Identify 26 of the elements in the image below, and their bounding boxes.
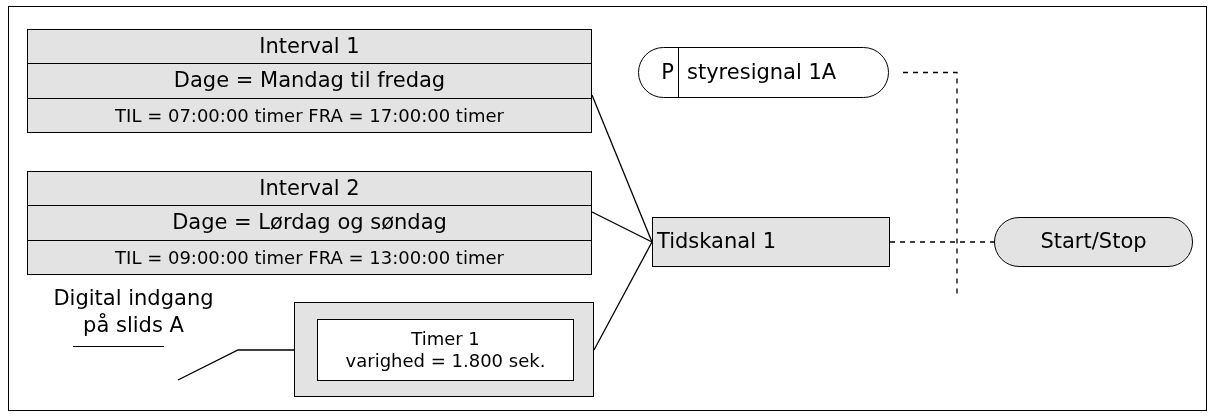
timer-text: Timer 1 — [411, 327, 480, 350]
table-row-text: TIL = 09:00:00 timer FRA = 13:00:00 timer — [115, 245, 504, 270]
signal-pill — [638, 47, 889, 98]
connector-line — [593, 241, 653, 351]
process-box — [652, 217, 890, 267]
input-label: Digital indgang på slids A — [52, 285, 215, 340]
connector-line — [177, 349, 295, 381]
table-row-text: TIL = 07:00:00 timer FRA = 17:00:00 timer — [115, 103, 504, 128]
dashed-connector — [889, 241, 995, 243]
table-heading: Interval 2 — [259, 174, 360, 202]
table-row-text: Dage = Mandag til fredag — [173, 67, 446, 95]
connector-line — [591, 211, 653, 243]
interval-table — [27, 29, 592, 133]
timer-box — [317, 319, 574, 381]
table-row-text: Dage = Lørdag og søndag — [172, 209, 447, 237]
pill-prefix: P — [661, 58, 674, 86]
box-label: Tidskanal 1 — [657, 228, 776, 256]
terminal-pill — [994, 217, 1193, 267]
table-heading: Interval 1 — [259, 32, 360, 60]
pill-label: styresignal 1A — [686, 58, 837, 86]
pill-label: Start/Stop — [1040, 228, 1147, 256]
connector-line — [591, 94, 653, 243]
timer-frame — [294, 302, 594, 397]
dashed-connector — [902, 71, 958, 297]
timer-text: varighed = 1.800 sek. — [345, 350, 546, 373]
interval-table — [27, 171, 592, 275]
